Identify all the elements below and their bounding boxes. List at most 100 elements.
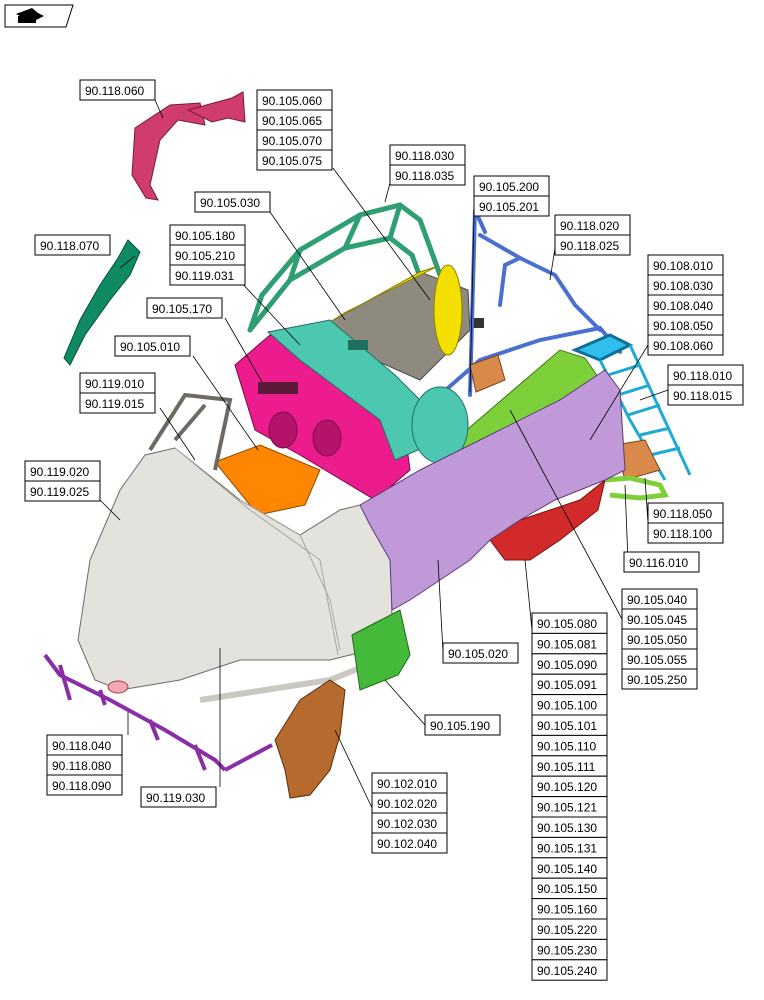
callout-label: 90.118.100 (653, 527, 712, 541)
callout-label: 90.102.040 (377, 837, 437, 851)
callout-label: 90.105.190 (430, 719, 490, 733)
callout-label: 90.105.200 (479, 180, 539, 194)
callout-label: 90.118.015 (673, 389, 732, 403)
callout-label: 90.105.250 (627, 673, 687, 687)
callout-g-119-020: 90.119.020 90.119.025 (24, 460, 101, 502)
callout-g-105-010: 90.105.010 (114, 335, 191, 357)
callout-g-105-180: 90.105.180 90.105.210 90.119.031 (169, 224, 246, 286)
callout-label: 90.105.101 (537, 719, 597, 733)
callout-label: 90.118.060 (85, 84, 144, 98)
callout-label: 90.105.090 (537, 658, 597, 672)
callout-label: 90.105.230 (537, 943, 597, 957)
callout-label: 90.105.080 (537, 617, 597, 631)
callout-label: 90.118.090 (52, 779, 111, 793)
step-block-part (274, 679, 346, 799)
tow-eye-part (107, 680, 129, 694)
callout-label: 90.118.030 (395, 149, 454, 163)
callout-g-105-060: 90.105.060 90.105.065 90.105.070 90.105.… (256, 89, 333, 171)
callout-label: 90.105.060 (262, 94, 322, 108)
callout-g-108-010: 90.108.010 90.108.030 90.108.040 90.108.… (647, 254, 724, 356)
leader-lines (99, 99, 669, 813)
top-bracket-part (131, 91, 246, 201)
side-strip-part (63, 239, 141, 366)
callout-label: 90.119.030 (146, 791, 205, 805)
callout-label: 90.105.120 (537, 780, 597, 794)
callout-g-119-010: 90.119.010 90.119.015 (79, 372, 156, 414)
air-duct-part (266, 319, 469, 464)
callout-box (531, 959, 608, 981)
callout-label: 90.105.131 (537, 841, 597, 855)
callout-label: 90.105.140 (537, 862, 597, 876)
callout-label: 90.102.020 (377, 797, 437, 811)
callout-g-102-010: 90.102.010 90.102.020 90.102.030 90.102.… (371, 772, 448, 854)
callout-label: 90.119.010 (85, 377, 144, 391)
callout-label: 90.105.210 (175, 249, 235, 263)
callout-label: 90.105.091 (537, 678, 597, 692)
callout-g-119-030: 90.119.030 (140, 786, 217, 808)
callout-g-118-040: 90.118.040 90.118.080 90.118.090 (46, 734, 123, 796)
callout-label: 90.118.050 (653, 507, 712, 521)
callout-g-105-080: 90.105.080 90.105.081 90.105.090 90.105.091… (531, 612, 608, 981)
parts-illustration (43, 91, 692, 799)
callout-g-105-170: 90.105.170 (146, 297, 223, 319)
callout-g-105-030: 90.105.030 (194, 191, 271, 213)
return-arrow-icon (16, 8, 44, 23)
callout-label: 90.105.045 (627, 613, 687, 627)
callout-label: 90.108.010 (653, 259, 713, 273)
cab-frame-part (148, 392, 233, 471)
callout-g-118-010: 90.118.010 90.118.015 (667, 364, 744, 406)
nav-tab[interactable] (4, 4, 74, 28)
callout-label: 90.102.010 (377, 777, 437, 791)
side-panel-part (351, 609, 411, 691)
callout-label: 90.105.030 (200, 196, 260, 210)
callout-label: 90.118.035 (395, 169, 454, 183)
callout-label: 90.105.110 (537, 739, 596, 753)
callout-label: 90.105.180 (175, 229, 235, 243)
callout-label: 90.105.111 (537, 760, 596, 774)
front-bumper-part (43, 653, 273, 772)
callout-label: 90.102.030 (377, 817, 437, 831)
callout-label: 90.108.040 (653, 299, 713, 313)
callout-label: 90.105.130 (537, 821, 597, 835)
callout-label: 90.105.240 (537, 964, 597, 978)
callout-label: 90.105.160 (537, 903, 597, 917)
callout-label: 90.116.010 (629, 556, 688, 570)
callout-g-105-200: 90.105.200 90.105.201 (473, 175, 550, 217)
callout-label: 90.119.025 (30, 485, 89, 499)
callout-label: 90.118.070 (40, 239, 99, 253)
callout-label: 90.105.055 (627, 653, 687, 667)
callout-label: 90.118.080 (52, 759, 111, 773)
callout-label: 90.118.010 (673, 369, 732, 383)
callout-label: 90.105.020 (448, 647, 508, 661)
callout-g-105-190: 90.105.190 (424, 714, 501, 736)
lower-rear-panel-part (489, 478, 606, 561)
callout-label: 90.118.040 (52, 739, 111, 753)
callout-label: 90.105.010 (120, 340, 180, 354)
callout-label: 90.105.081 (537, 637, 597, 651)
callout-label: 90.105.070 (262, 134, 322, 148)
callout-g-118-020: 90.118.020 90.118.025 (554, 214, 631, 256)
callout-label: 90.108.060 (653, 339, 713, 353)
callout-label: 90.119.031 (175, 269, 234, 283)
callout-g-118-050: 90.118.050 90.118.100 (647, 502, 724, 544)
callout-label: 90.108.050 (653, 319, 713, 333)
callout-g-116-010: 90.116.010 (623, 551, 700, 573)
callout-label: 90.105.121 (537, 801, 597, 815)
callout-label: 90.108.030 (653, 279, 713, 293)
rear-blocks-part (469, 354, 661, 481)
callout-g-118-030: 90.118.030 90.118.035 (389, 144, 466, 186)
callout-label: 90.119.020 (30, 465, 89, 479)
callout-label: 90.105.170 (152, 302, 212, 316)
callout-label: 90.118.020 (560, 219, 619, 233)
callout-label: 90.105.150 (537, 882, 597, 896)
callout-label: 90.105.100 (537, 699, 597, 713)
callout-label: 90.105.220 (537, 923, 597, 937)
callout-label: 90.105.050 (627, 633, 687, 647)
callout-label: 90.105.075 (262, 154, 322, 168)
callout-label: 90.105.040 (627, 593, 687, 607)
upper-handrail-part (247, 202, 443, 333)
callout-g-105-020: 90.105.020 (442, 642, 519, 664)
step-handle-part (604, 475, 669, 501)
callout-label: 90.105.201 (479, 200, 539, 214)
